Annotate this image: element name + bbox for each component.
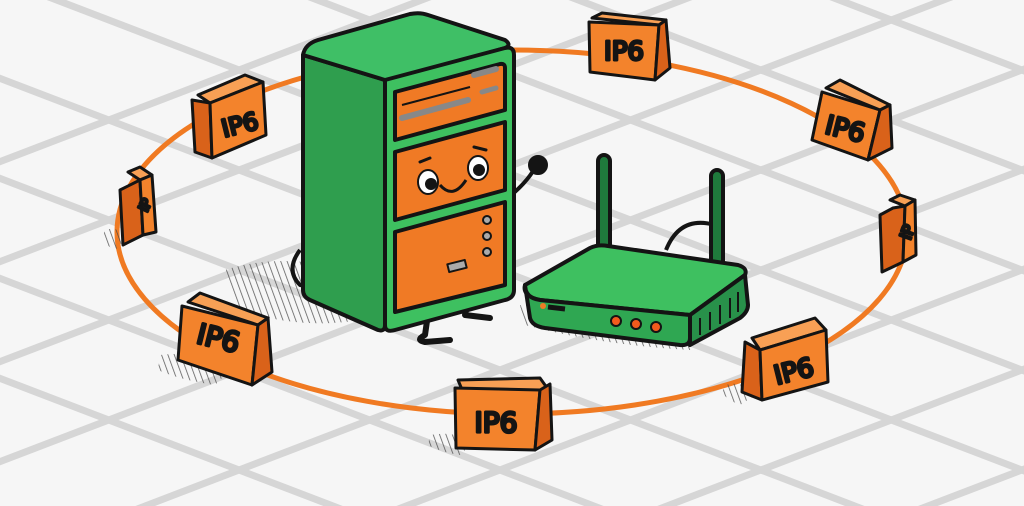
block-label: IP6 xyxy=(475,406,518,439)
ip6-block-top-left: IP6 xyxy=(190,73,268,160)
ip6-block-right: IP xyxy=(878,193,920,274)
ip6-block-top-right: IP6 xyxy=(810,78,894,162)
ip6-block-top-center: IP6 xyxy=(587,11,672,82)
block-label: IP6 xyxy=(604,37,644,67)
ip6-block-bottom-center: IP6 xyxy=(453,376,554,452)
ip6-block-bottom-left: IP6 xyxy=(176,291,274,387)
server-face-icon xyxy=(417,145,489,195)
ip6-block-bottom-right: IP6 xyxy=(740,316,830,402)
ip6-block-left: IP xyxy=(118,165,158,247)
server-character xyxy=(290,11,548,345)
router-icon xyxy=(522,153,750,348)
